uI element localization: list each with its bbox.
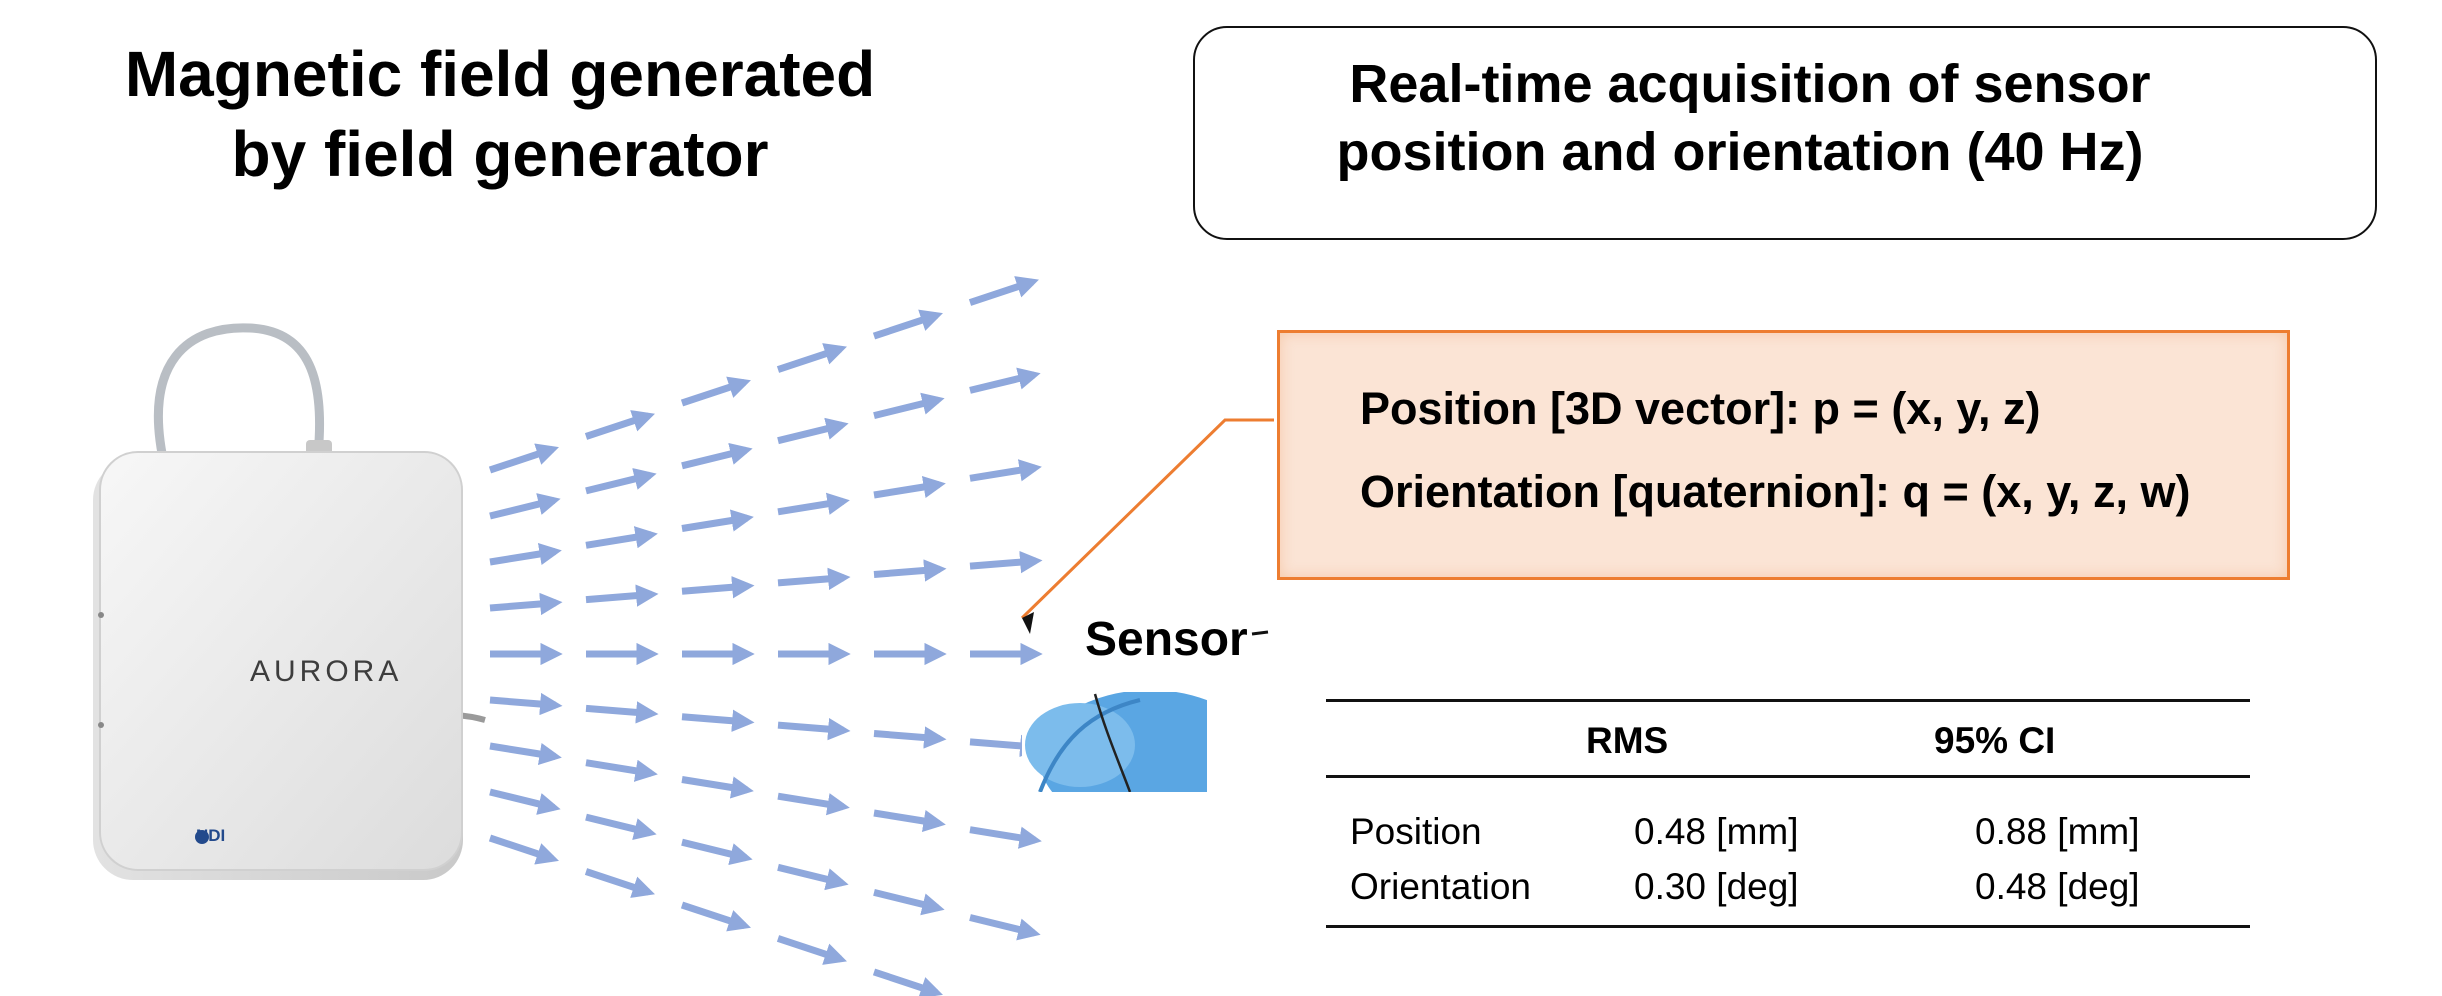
field-arrow [873, 889, 945, 916]
magnetic-field-arrows [488, 276, 1043, 996]
orientation-quaternion-text: Orientation [quaternion]: q = (x, y, z, … [1360, 466, 2191, 517]
field-arrow [488, 443, 559, 474]
field-arrow [681, 576, 755, 599]
aurora-logo: AURORA [250, 655, 403, 688]
field-arrow [873, 475, 946, 499]
field-arrow [680, 901, 751, 932]
field-arrow [585, 526, 658, 549]
field-arrow [489, 788, 561, 815]
field-arrow [777, 792, 850, 816]
field-arrow [585, 468, 657, 495]
sensor-tick [1251, 630, 1269, 636]
header-ci: 95% CI [1934, 720, 2056, 761]
field-arrow [681, 509, 754, 532]
row-position-ci: 0.88 [mm] [1975, 811, 2140, 852]
field-arrow [681, 776, 754, 799]
field-generator-title: Magnetic field generated by field genera… [40, 34, 960, 194]
field-arrow [968, 276, 1039, 306]
ndi-logo: NDI [196, 826, 226, 845]
field-arrow [584, 868, 655, 898]
field-arrow [585, 759, 658, 782]
table-top-rule [1326, 699, 2250, 702]
field-arrow [777, 567, 851, 591]
acquisition-line-1: Real-time acquisition of sensor [1349, 54, 2151, 114]
row-position-rms: 0.48 [mm] [1634, 811, 1799, 852]
field-arrow [681, 442, 753, 470]
field-arrow [873, 726, 947, 749]
field-generator-device [93, 323, 486, 880]
field-arrow [681, 709, 755, 732]
sensor-label: Sensor [1085, 613, 1248, 666]
field-arrow [873, 559, 947, 582]
table-header-rule [1326, 775, 2250, 778]
field-arrow [777, 417, 849, 445]
table-bottom-rule [1326, 925, 2250, 928]
field-arrow [585, 813, 657, 840]
field-arrow [489, 493, 561, 520]
field-arrow [873, 392, 945, 419]
field-arrow [488, 834, 559, 865]
field-arrow [777, 863, 849, 891]
field-arrow [969, 459, 1042, 482]
field-arrow [969, 914, 1041, 941]
row-orientation-ci: 0.48 [deg] [1975, 866, 2140, 907]
title-line-2: by field generator [231, 118, 769, 190]
acquisition-box [1193, 26, 2377, 240]
field-arrow [680, 376, 751, 407]
field-arrow [776, 343, 847, 373]
row-position-label: Position [1350, 811, 1482, 852]
field-arrow [584, 410, 655, 440]
field-arrow [489, 592, 563, 616]
sensor-data-box: Position [3D vector]: p = (x, y, z) Orie… [1277, 330, 2290, 580]
acquisition-title: Real-time acquisition of sensor position… [1193, 50, 2377, 186]
callout-line [1020, 418, 1274, 620]
field-arrow [681, 838, 753, 866]
field-arrow [873, 809, 946, 833]
field-arrow [777, 492, 850, 516]
field-arrow [489, 742, 562, 766]
field-arrow [585, 584, 659, 607]
row-orientation-rms: 0.30 [deg] [1634, 866, 1799, 907]
sensor-pointer [1022, 612, 1034, 634]
acquisition-line-2: position and orientation (40 Hz) [1336, 122, 2144, 182]
title-line-1: Magnetic field generated [124, 38, 876, 110]
field-arrow [969, 367, 1041, 394]
row-orientation-label: Orientation [1350, 866, 1531, 907]
header-rms: RMS [1586, 720, 1669, 761]
field-arrow [489, 692, 563, 716]
field-arrow [872, 968, 943, 996]
field-arrow [969, 550, 1043, 574]
field-arrow [489, 542, 562, 566]
field-arrow [969, 826, 1042, 849]
field-arrow [585, 701, 659, 724]
sensor-glove-image [1022, 692, 1207, 792]
field-arrow [872, 309, 943, 340]
field-arrow [777, 717, 851, 741]
field-arrow [776, 935, 847, 965]
position-vector-text: Position [3D vector]: p = (x, y, z) [1360, 383, 2041, 434]
